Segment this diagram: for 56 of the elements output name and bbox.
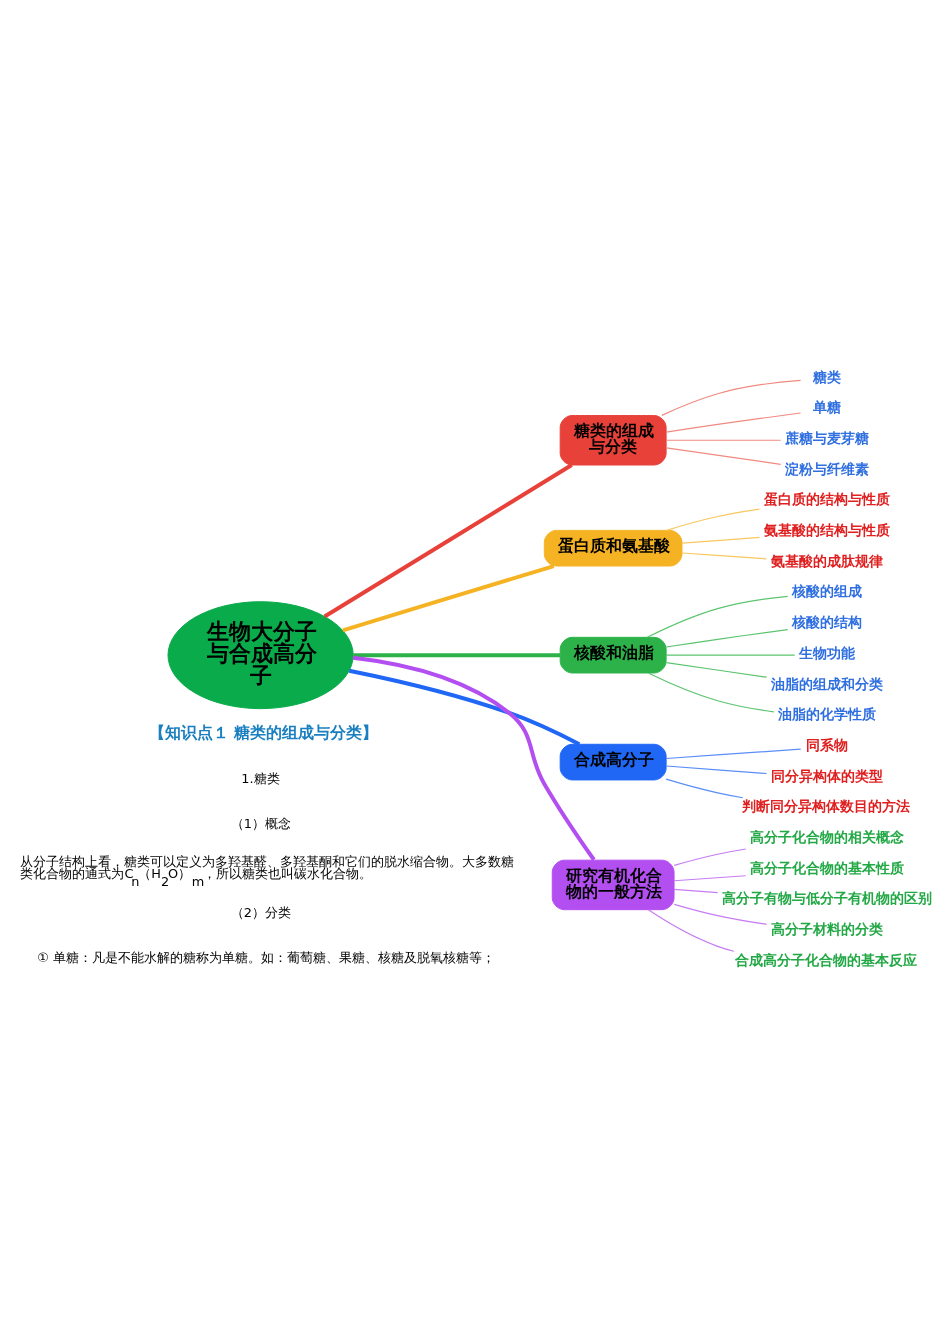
connector (665, 439, 782, 441)
connector (673, 875, 747, 882)
node-box: 核酸和油脂 (559, 636, 667, 674)
node-text: 单糖 (813, 399, 842, 416)
connector (673, 848, 747, 866)
connector (681, 552, 767, 560)
connector (647, 909, 735, 952)
label: 【知识点１ 糖类的组成与分类】 (148, 723, 379, 743)
connector (648, 672, 775, 713)
node-ellipse: 生物大分子与合成高分子 (167, 601, 354, 710)
connector (353, 653, 561, 658)
node-box: 合成高分子 (559, 743, 667, 781)
connector (665, 778, 744, 799)
node-text: 糖类 (813, 368, 842, 385)
label: 1.糖类 (241, 771, 280, 787)
node-box: 蛋白质和氨基酸 (543, 529, 683, 567)
connector (665, 748, 802, 760)
node-text: 高分子化合物的相关概念 (749, 829, 904, 846)
node-text: 淀粉与纤维素 (784, 460, 869, 477)
node-text: 氨基酸的结构与性质 (763, 522, 890, 539)
node-text: 蔗糖与麦芽糖 (784, 429, 869, 446)
node-text: 生物功能 (798, 644, 855, 661)
node-box: 研究有机化合物的一般方法 (551, 859, 675, 911)
node-text: 核酸的结构 (791, 614, 862, 631)
connector (352, 655, 596, 861)
node-text: 蛋白质的结构与性质 (763, 491, 890, 508)
connector (646, 595, 789, 638)
connector (665, 412, 802, 433)
connector (665, 629, 789, 648)
node-text: 高分子有物与低分子有机物的区别 (721, 890, 932, 907)
connector (661, 379, 802, 416)
connector (673, 903, 768, 925)
connector (665, 654, 796, 656)
connector (665, 447, 782, 465)
node-text: 高分子材料的分类 (770, 921, 883, 938)
node-text: 判断同分异构体数目的方法 (742, 798, 911, 815)
node-text: 油脂的组成和分类 (770, 675, 883, 692)
label: （2）分类 (230, 905, 292, 921)
connector (348, 668, 581, 746)
connector (665, 662, 768, 678)
connector (666, 508, 761, 531)
node-text: 油脂的化学性质 (778, 706, 877, 723)
connector (681, 536, 761, 544)
node-text: 同分异构体的类型 (770, 767, 883, 784)
connector (673, 888, 719, 894)
node-text: 高分子化合物的基本性质 (749, 859, 904, 876)
connector (323, 463, 573, 619)
label: ① 单糖：凡是不能水解的糖称为单糖。如：葡萄糖、果糖、核糖及脱氧核糖等； (37, 949, 495, 965)
node-text: 氨基酸的成肽规律 (770, 552, 883, 569)
node-text: 同系物 (806, 736, 849, 753)
node-box: 糖类的组成与分类 (559, 415, 667, 466)
label: （1）概念 (230, 815, 292, 831)
connector (665, 765, 768, 775)
connector (342, 564, 555, 633)
node-text: 核酸的组成 (791, 583, 862, 600)
node-text: 合成高分子化合物的基本反应 (735, 951, 918, 968)
